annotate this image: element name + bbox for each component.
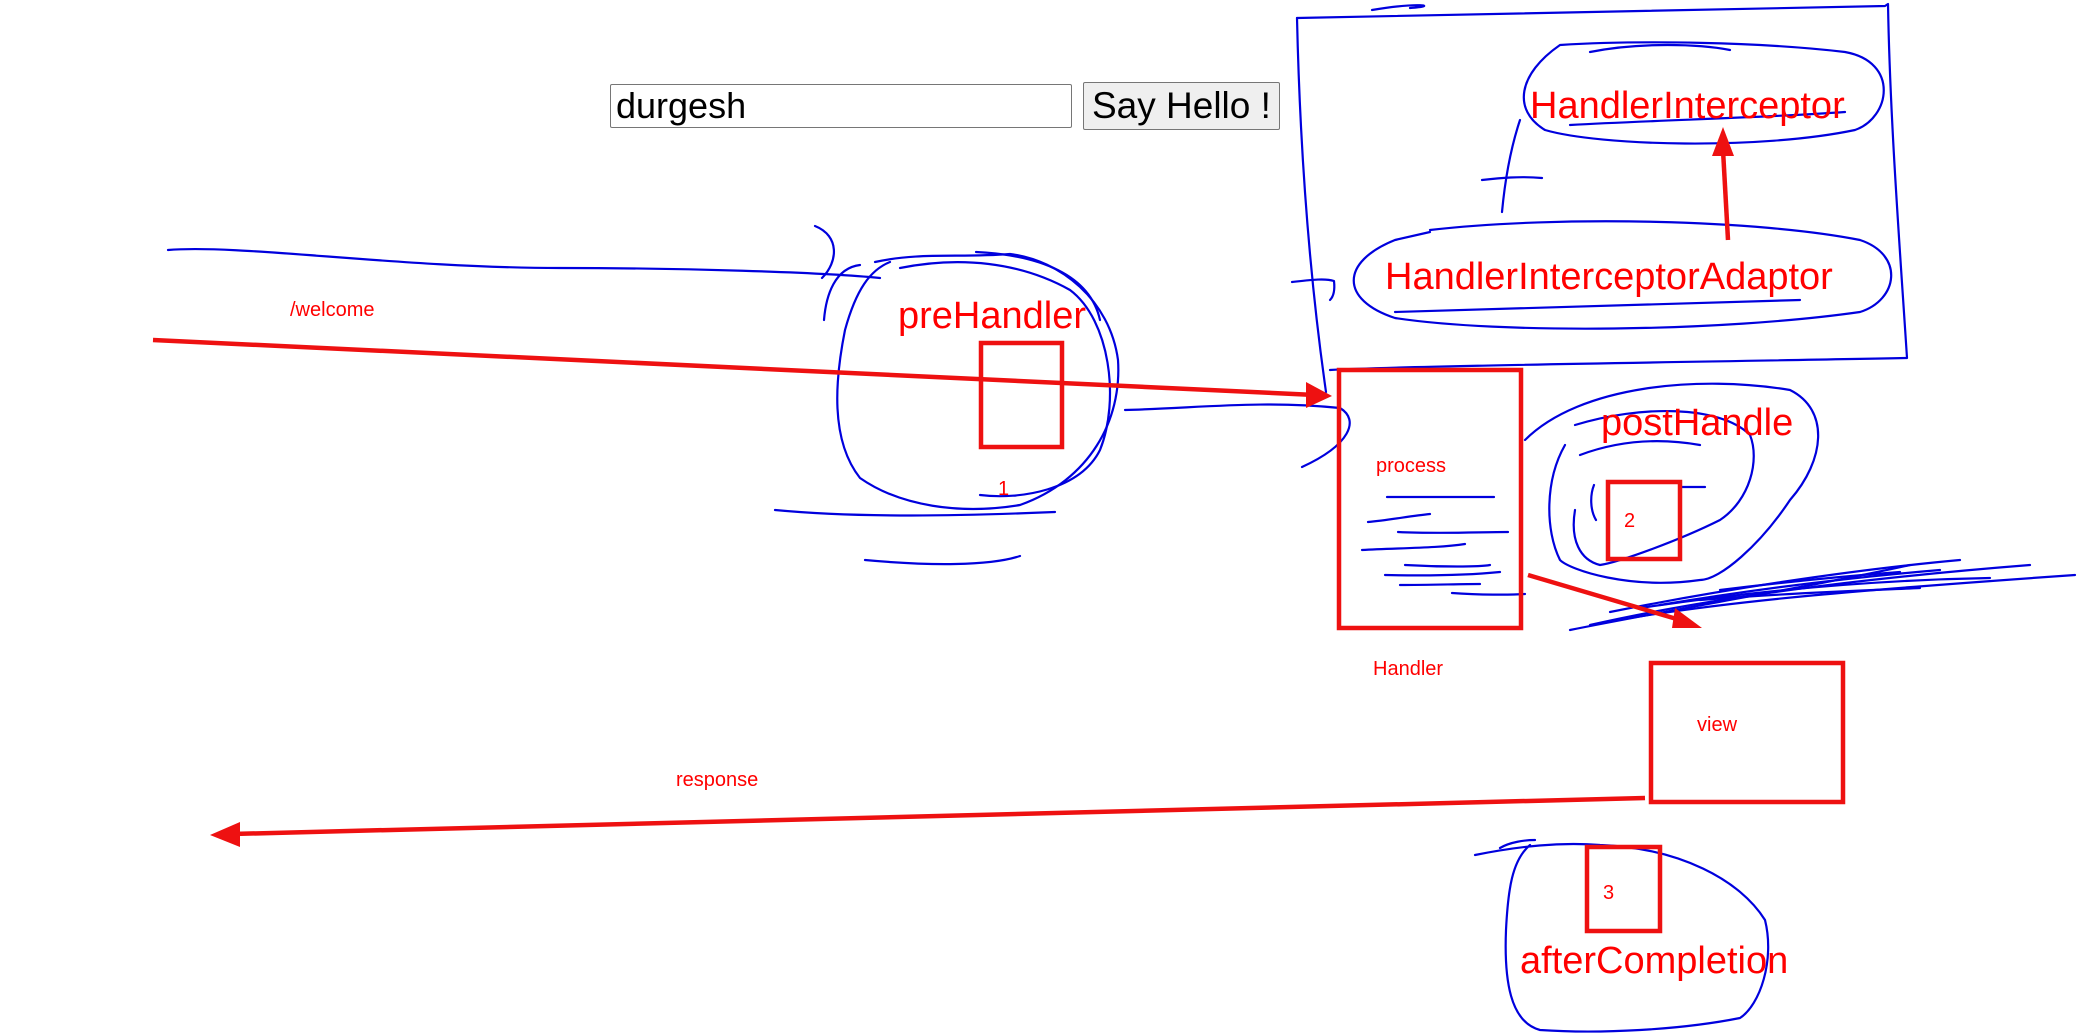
handler-box — [1336, 367, 1524, 631]
label-step-2: 2 — [1624, 510, 1635, 532]
freehand-ink — [166, 2, 2077, 1033]
label-welcome: /welcome — [290, 299, 374, 321]
aftercompletion-box — [1584, 844, 1663, 934]
label-process: process — [1376, 455, 1446, 477]
adaptor-to-interceptor-arrow-line — [1720, 149, 1731, 241]
request-arrow-head — [1306, 382, 1332, 408]
label-step-1: 1 — [998, 478, 1009, 500]
label-handler: Handler — [1373, 658, 1443, 680]
hello-form: Say Hello ! — [610, 82, 1280, 130]
label-handler-interceptor: HandlerInterceptor — [1530, 85, 1845, 127]
flow-annotations — [152, 127, 1846, 934]
handler-to-view-arrow-head — [1672, 608, 1702, 628]
handler-to-view-arrow-line — [1527, 572, 1681, 623]
adaptor-to-interceptor-arrow-head — [1712, 127, 1734, 156]
name-input[interactable] — [610, 84, 1072, 128]
prehandler-box — [978, 340, 1065, 450]
label-response: response — [676, 769, 758, 791]
view-box — [1648, 660, 1846, 805]
response-arrow-line — [231, 795, 1646, 837]
label-after-completion: afterCompletion — [1520, 940, 1788, 982]
label-view: view — [1697, 714, 1738, 736]
label-step-3: 3 — [1603, 882, 1614, 904]
label-post-handle: postHandle — [1601, 402, 1793, 444]
request-arrow-line — [152, 337, 1316, 398]
label-handler-interceptor-adaptor: HandlerInterceptorAdaptor — [1385, 256, 1833, 298]
label-pre-handler: preHandler — [898, 295, 1086, 337]
posthandle-box — [1605, 479, 1683, 562]
say-hello-button[interactable]: Say Hello ! — [1083, 82, 1280, 130]
response-arrow-head — [210, 822, 240, 847]
